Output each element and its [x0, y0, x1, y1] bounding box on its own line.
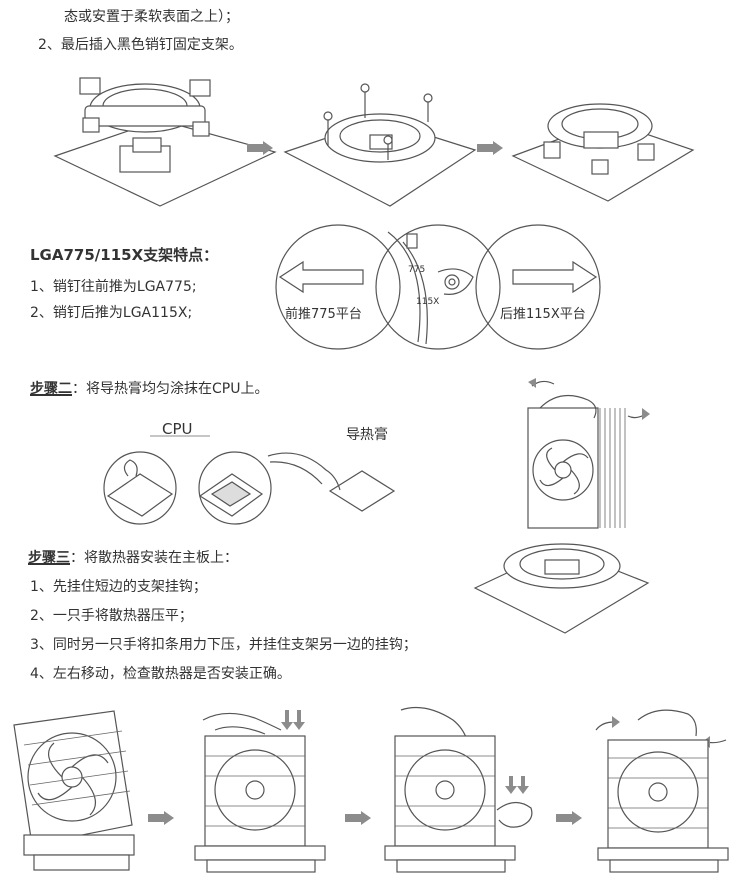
install-step-3-illustration: [375, 700, 545, 875]
pin-mark-775: 775: [408, 262, 438, 276]
step2-text: ：将导热膏均匀涂抹在CPU上。: [72, 381, 268, 397]
pin-diagram: [268, 222, 608, 352]
step3-label: 步骤三: [28, 550, 70, 566]
intro-line-2: 2、最后插入黑色销钉固定支架。: [38, 34, 243, 54]
step3-line: 步骤三：将散热器安装在主板上：: [28, 547, 238, 567]
lga-section-title: LGA775/115X支架特点：: [30, 244, 218, 265]
install-step-2-illustration: [185, 700, 345, 875]
bracket-illustration-2: [280, 80, 480, 210]
step2-line: 步骤二：将导热膏均匀涂抹在CPU上。: [30, 378, 268, 398]
push-back-label: 后推115X平台: [500, 303, 586, 322]
bracket-illustration-3: [508, 86, 698, 206]
arrow-right-4: [345, 811, 371, 825]
intro-line-1: 态或安置于柔软表面之上）；: [64, 6, 239, 26]
step3-item-4: 4、左右移动，检查散热器是否安装正确。: [30, 663, 291, 683]
step2-label: 步骤二: [30, 381, 72, 397]
thermal-paste-illustration: [100, 436, 400, 546]
install-step-4-illustration: [588, 700, 748, 875]
install-step-1-illustration: [4, 705, 144, 875]
svg-text:775: 775: [408, 265, 425, 275]
bracket-illustration-1: [45, 68, 285, 208]
lga-item-2: 2、销钉后推为LGA115X;: [30, 302, 192, 322]
push-forward-label: 前推775平台: [285, 303, 362, 322]
heatsink-fins: [600, 408, 625, 528]
step3-item-3: 3、同时另一只手将扣条用力下压，并挂住支架另一边的挂钩；: [30, 634, 417, 654]
step3-item-1: 1、先挂住短边的支架挂钩；: [30, 576, 207, 596]
lga-item-1: 1、销钉往前推为LGA775;: [30, 276, 197, 296]
step3-text: ：将散热器安装在主板上：: [70, 550, 238, 566]
svg-text:115X: 115X: [416, 297, 439, 307]
arrow-right-5: [556, 811, 582, 825]
arrow-right-3: [148, 811, 174, 825]
heatsink-illustration: [470, 378, 650, 638]
pin-mark-115x: 115X: [416, 294, 446, 308]
arrow-right-2: [477, 141, 503, 155]
step3-item-2: 2、一只手将散热器压平；: [30, 605, 193, 625]
arrow-right-1: [247, 141, 273, 155]
